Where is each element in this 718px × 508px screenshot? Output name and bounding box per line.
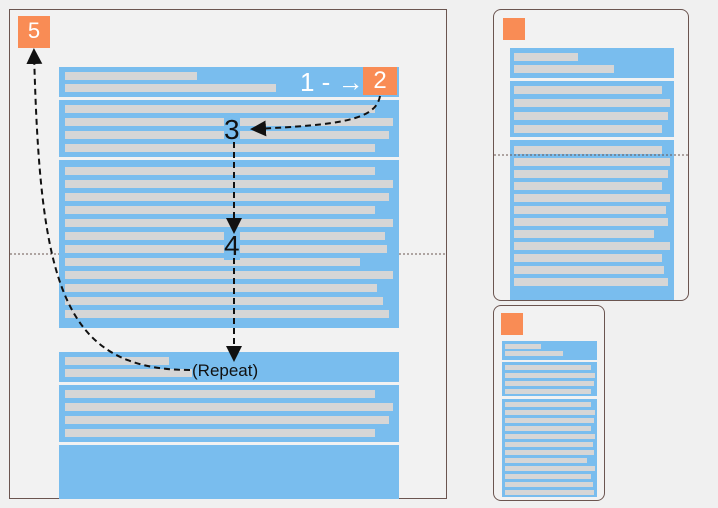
text-line bbox=[505, 442, 593, 447]
text-line bbox=[514, 125, 662, 133]
text-line bbox=[505, 351, 563, 356]
text-line bbox=[505, 373, 595, 378]
text-line bbox=[514, 86, 662, 94]
text-line bbox=[65, 297, 383, 305]
step-5-marker: 5 bbox=[18, 16, 50, 48]
text-line bbox=[514, 99, 670, 107]
text-line bbox=[65, 84, 276, 92]
block-header: 1 - → 2 bbox=[59, 67, 399, 97]
step-2-marker: 2 bbox=[363, 67, 397, 95]
text-line bbox=[65, 357, 169, 365]
text-line bbox=[65, 180, 393, 188]
text-line bbox=[505, 381, 594, 386]
text-line bbox=[514, 266, 664, 274]
text-line bbox=[505, 410, 595, 415]
text-line bbox=[505, 402, 591, 407]
text-line bbox=[65, 310, 389, 318]
text-line bbox=[65, 429, 375, 437]
text-line bbox=[65, 258, 360, 266]
side-small-header bbox=[502, 341, 597, 360]
text-line bbox=[505, 389, 591, 394]
text-line bbox=[514, 112, 668, 120]
text-line bbox=[65, 167, 375, 175]
text-line bbox=[514, 146, 662, 154]
text-line bbox=[514, 158, 670, 166]
text-line bbox=[514, 53, 578, 61]
text-line bbox=[65, 193, 389, 201]
text-line bbox=[65, 72, 197, 80]
text-line bbox=[514, 230, 654, 238]
text-line bbox=[514, 206, 666, 214]
side-marker-upper bbox=[503, 18, 525, 40]
side-block-header bbox=[510, 48, 674, 78]
text-line bbox=[65, 390, 375, 398]
text-line bbox=[514, 194, 670, 202]
text-line bbox=[514, 278, 668, 286]
text-line bbox=[65, 206, 375, 214]
text-line bbox=[505, 434, 595, 439]
side-block-2 bbox=[510, 140, 674, 300]
text-line bbox=[65, 369, 245, 377]
side-small-block-2 bbox=[502, 399, 597, 497]
arrow-2-to-3 bbox=[250, 95, 381, 137]
text-line bbox=[65, 403, 393, 411]
arrow-repeat-to-5 bbox=[26, 48, 191, 371]
text-line bbox=[505, 466, 595, 471]
text-line bbox=[514, 254, 662, 262]
text-line bbox=[514, 218, 668, 226]
text-line bbox=[505, 474, 591, 479]
text-line bbox=[514, 170, 668, 178]
text-line bbox=[505, 450, 594, 455]
text-line bbox=[505, 365, 591, 370]
text-line bbox=[505, 418, 594, 423]
block-section-3 bbox=[59, 385, 399, 442]
text-line bbox=[514, 182, 662, 190]
text-line bbox=[514, 65, 614, 73]
step-1-label: 1 - → bbox=[300, 67, 364, 97]
repeat-label: (Repeat) bbox=[192, 361, 259, 380]
text-line bbox=[505, 482, 593, 487]
text-line bbox=[65, 271, 393, 279]
text-line bbox=[505, 344, 541, 349]
side-block-1 bbox=[510, 81, 674, 137]
text-line bbox=[65, 416, 389, 424]
step-4-label: 4 bbox=[224, 230, 240, 261]
text-line bbox=[65, 105, 375, 113]
text-line bbox=[514, 242, 670, 250]
text-line bbox=[505, 490, 594, 495]
side-marker-lower bbox=[501, 313, 523, 335]
text-line bbox=[65, 284, 377, 292]
side-small-block-1 bbox=[502, 362, 597, 396]
text-line bbox=[505, 458, 587, 463]
text-line bbox=[65, 144, 375, 152]
text-line bbox=[505, 426, 591, 431]
step-3-label: 3 bbox=[224, 114, 240, 145]
block-section-4 bbox=[59, 445, 399, 499]
